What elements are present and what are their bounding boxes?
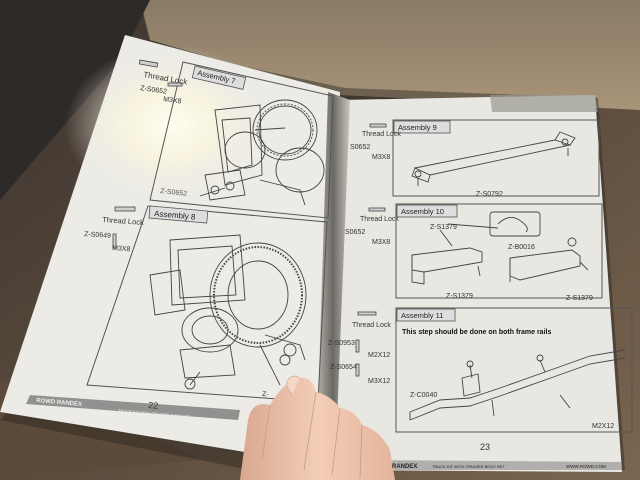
part-z-b0016: Z-B0016 [508,244,535,251]
screw-m2x12-c: M2X12 [592,423,614,430]
assembly-8-title: Assembly 8 [154,209,197,222]
assembly-7-box [149,61,334,219]
left-page-number: 22 [148,400,159,411]
part-s0652-9: S0652 [350,144,370,151]
part-z-s0792: Z-S0792 [476,191,503,198]
part-z-s1379-d: Z-S1379 [566,295,593,302]
part-z-s1379-a: Z-S1379 [430,224,457,231]
right-page [320,95,622,472]
right-footer-subtitle: TRUCK KIT WITH CRUISER BODY SET [432,464,505,469]
screw-m3x8-8: M3X8 [112,245,131,253]
left-footer-brand: ROWD RANDEX [36,398,82,408]
screw-icons-left [112,59,183,249]
right-page-number: 23 [480,442,490,452]
right-footer-bar [360,460,622,470]
assembly-10-drawing [411,211,589,285]
screw-icons-right [355,123,387,377]
screw-m2x12-a: M2X12 [368,352,390,359]
flashlight-glare [65,45,275,205]
thread-lock-label-10: Thread Lock [360,216,399,223]
assembly-11-title: Assembly 11 [401,311,443,320]
thread-lock-label-11: Thread Lock [352,322,391,329]
right-footer-brand: RANDEX [392,464,417,470]
part-z-s0654: Z-S0654 [330,364,357,371]
book-gutter [316,92,350,470]
screw-m3x12: M3X12 [368,378,390,385]
right-footer-url: WWW.ROWD.COM [566,464,606,469]
left-footer-bar [26,395,240,420]
thread-lock-label-9: Thread Lock [362,131,401,138]
screw-m3x8-10: M3X8 [372,239,390,246]
part-z-s0652-top: Z-S0652 [140,85,168,96]
assembly-9-title: Assembly 9 [398,123,437,132]
part-z-s0652-mid: Z-S0652 [160,188,188,198]
assembly-8-drawing [149,234,307,390]
assembly-9-box [392,119,600,197]
part-z-s0953: Z-S0953 [328,340,355,347]
thread-lock-label-8: Thread Lock [102,215,144,227]
assembly-11-note: This step should be done on both frame r… [402,329,551,336]
screw-m3x8-9: M3X8 [372,154,390,161]
screw-m3x8-top: M3X8 [163,96,182,105]
assembly-9-drawing [411,131,576,186]
part-s0652-10: S0652 [345,229,365,236]
part-z-bottom: Z- [262,391,270,398]
part-z-c0040: Z-C0040 [410,392,437,399]
hand [240,375,395,480]
cardboard-box [140,0,640,110]
part-z-s1379-c: Z-S1379 [446,293,473,300]
assembly-7-drawing [199,99,325,206]
assembly-10-box [395,203,603,299]
assembly-11-box [395,307,633,433]
assembly-11-drawing [409,349,626,421]
assembly-10-title: Assembly 10 [401,207,444,216]
left-footer-subtitle: TRUCK KIT WITH CRUISER BODY SET [118,408,191,419]
part-z-s0649: Z-S0649 [84,231,111,240]
